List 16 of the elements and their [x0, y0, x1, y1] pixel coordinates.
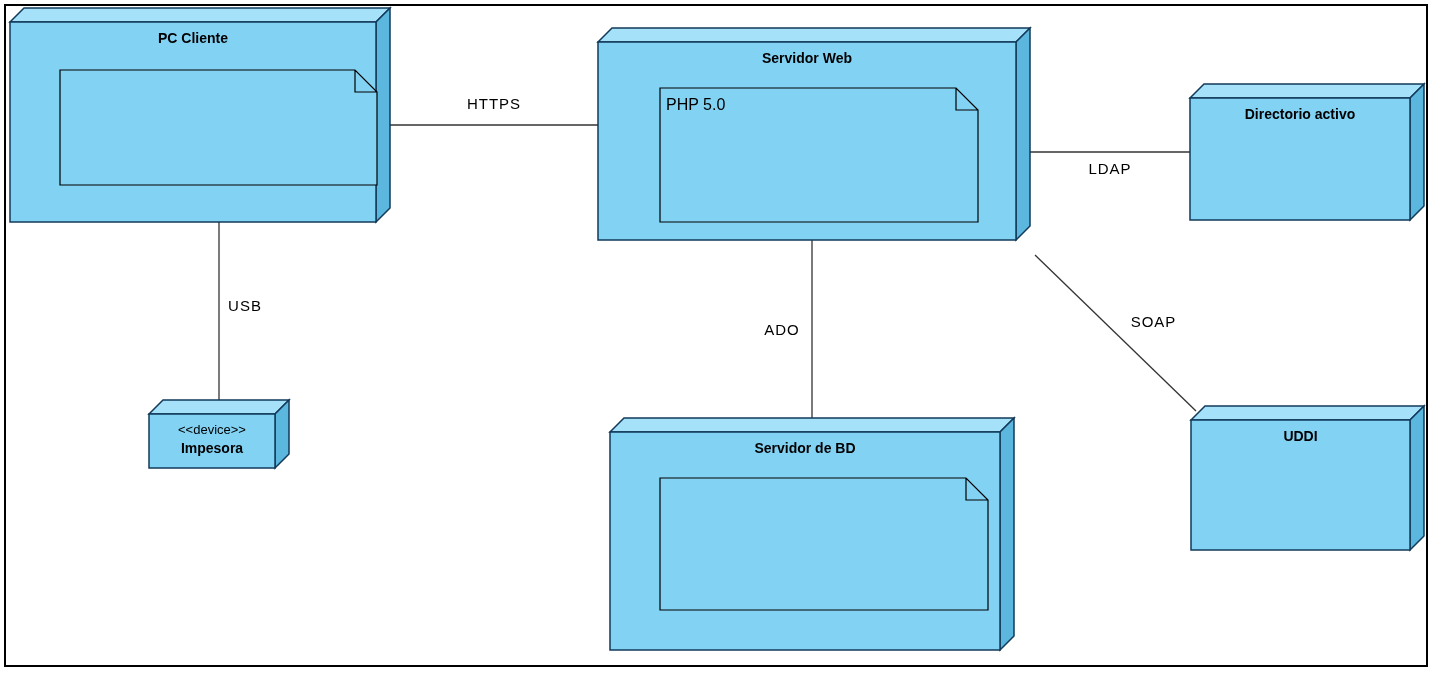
connector	[811, 239, 813, 419]
node-title: PC Cliente	[157, 30, 229, 46]
note	[660, 478, 988, 610]
connector	[1029, 151, 1191, 153]
node-title: Directorio activo	[1243, 106, 1357, 122]
node-title: Impesora	[179, 440, 245, 456]
node-title: Servidor Web	[761, 50, 853, 66]
stereotype-text: <<device>>	[177, 422, 247, 437]
note	[660, 88, 978, 222]
connector	[389, 124, 599, 126]
note-text: PHP 5.0	[665, 95, 727, 115]
note	[60, 70, 377, 185]
node-title: UDDI	[1282, 428, 1319, 444]
connector	[218, 221, 220, 401]
connector	[1034, 254, 1197, 412]
node-title: Servidor de BD	[753, 440, 857, 456]
